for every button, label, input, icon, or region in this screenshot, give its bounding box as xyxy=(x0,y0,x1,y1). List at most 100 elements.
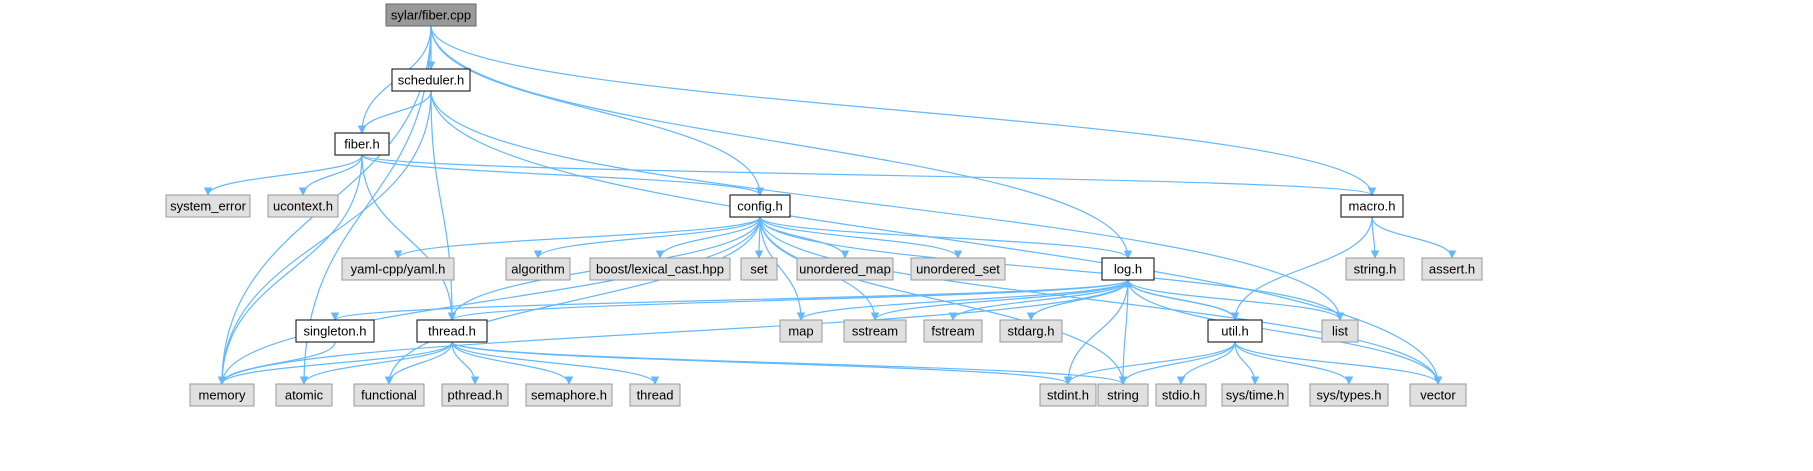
edge-config_h-to-lexical_cast xyxy=(655,216,761,259)
node-config-h[interactable]: config.h xyxy=(729,194,791,218)
node-box xyxy=(843,319,907,343)
node-label: stdio.h xyxy=(1162,388,1200,403)
node-scheduler-h[interactable]: scheduler.h xyxy=(391,68,471,92)
edge-thread_h-to-semaphore_h xyxy=(451,341,574,385)
node-label: unordered_map xyxy=(799,262,891,277)
node-stdio-h: stdio.h xyxy=(1155,383,1207,407)
node-algorithm: algorithm xyxy=(505,257,571,281)
node-box xyxy=(385,3,477,27)
edge-util_h-to-vector xyxy=(1234,341,1443,385)
edge-config_h-to-algorithm xyxy=(533,216,761,259)
node-label: singleton.h xyxy=(304,324,367,339)
node-label: algorithm xyxy=(511,262,564,277)
edge-config_h-to-memory xyxy=(217,216,761,385)
edge-util_h-to-stdio_h xyxy=(1176,341,1236,385)
nodes-layer: sylar/fiber.cpp scheduler.h fiber.h config.… xyxy=(165,3,1483,407)
edge-macro_h-to-util_h xyxy=(1230,216,1373,321)
node-box xyxy=(796,257,894,281)
node-label: set xyxy=(750,262,768,277)
node-fiber-cpp[interactable]: sylar/fiber.cpp xyxy=(385,3,477,27)
node-label: stdarg.h xyxy=(1008,324,1055,339)
node-label: string xyxy=(1107,388,1139,403)
node-system-error: system_error xyxy=(165,194,251,218)
edge-config_h-to-yaml_h xyxy=(393,216,761,259)
node-label: scheduler.h xyxy=(398,73,465,88)
edge-scheduler_h-to-memory xyxy=(217,90,432,385)
node-label: atomic xyxy=(285,388,324,403)
node-box xyxy=(629,383,681,407)
edge-fiber_h-to-system_error xyxy=(203,154,363,196)
edge-config_h-to-functional xyxy=(384,216,761,385)
edge-thread_h-to-string xyxy=(451,341,1127,385)
node-map: map xyxy=(779,319,823,343)
edge-scheduler_h-to-thread_h xyxy=(430,90,457,321)
node-atomic: atomic xyxy=(275,383,333,407)
node-thread-h[interactable]: thread.h xyxy=(416,319,488,343)
edge-fiber_h-to-ucontext_h xyxy=(298,154,363,196)
edge-thread_h-to-stdint_h xyxy=(451,341,1072,385)
node-label: sys/time.h xyxy=(1226,388,1285,403)
node-lexical-cast: boost/lexical_cast.hpp xyxy=(589,257,731,281)
node-box xyxy=(189,383,255,407)
node-box xyxy=(729,194,791,218)
node-box xyxy=(505,257,571,281)
node-unordered-set: unordered_set xyxy=(910,257,1006,281)
node-box xyxy=(441,383,509,407)
node-pthread-h: pthread.h xyxy=(441,383,509,407)
edge-thread_h-to-functional xyxy=(384,341,453,385)
node-box xyxy=(334,132,390,156)
node-box xyxy=(267,194,339,218)
node-label: list xyxy=(1332,324,1348,339)
edge-config_h-to-list xyxy=(759,216,1345,321)
node-fstream: fstream xyxy=(923,319,983,343)
node-box xyxy=(275,383,333,407)
node-box xyxy=(1421,257,1483,281)
node-label: thread.h xyxy=(428,324,476,339)
node-label: log.h xyxy=(1114,262,1142,277)
node-box xyxy=(740,257,778,281)
node-log-h[interactable]: log.h xyxy=(1101,257,1155,281)
node-label: unordered_set xyxy=(916,262,1000,277)
node-box xyxy=(1309,383,1389,407)
node-box xyxy=(910,257,1006,281)
edge-fiber_cpp-to-config_h xyxy=(430,25,765,196)
node-box xyxy=(391,68,471,92)
edge-fiber_cpp-to-macro_h xyxy=(430,25,1377,196)
node-string: string xyxy=(1097,383,1149,407)
node-box xyxy=(923,319,983,343)
node-singleton-h[interactable]: singleton.h xyxy=(295,319,375,343)
edge-config_h-to-vector xyxy=(759,216,1443,385)
node-label: pthread.h xyxy=(448,388,503,403)
node-box xyxy=(295,319,375,343)
node-sys-types-h: sys/types.h xyxy=(1309,383,1389,407)
edge-log_h-to-thread_h xyxy=(448,279,1129,321)
node-label: assert.h xyxy=(1429,262,1475,277)
node-string-h: string.h xyxy=(1345,257,1405,281)
node-vector: vector xyxy=(1409,383,1467,407)
node-label: fstream xyxy=(931,324,974,339)
node-label: thread xyxy=(637,388,674,403)
node-box xyxy=(1101,257,1155,281)
node-box xyxy=(1207,319,1263,343)
edge-fiber_h-to-config_h xyxy=(361,154,765,196)
node-util-h[interactable]: util.h xyxy=(1207,319,1263,343)
node-box xyxy=(1097,383,1149,407)
node-label: sys/types.h xyxy=(1316,388,1381,403)
node-fiber-h[interactable]: fiber.h xyxy=(334,132,390,156)
edge-log_h-to-fstream xyxy=(948,279,1129,321)
node-label: util.h xyxy=(1221,324,1248,339)
node-macro-h[interactable]: macro.h xyxy=(1340,194,1404,218)
node-label: sylar/fiber.cpp xyxy=(391,8,471,23)
node-label: macro.h xyxy=(1349,199,1396,214)
edge-log_h-to-list xyxy=(1127,279,1345,321)
node-box xyxy=(1039,383,1097,407)
edge-log_h-to-singleton_h xyxy=(331,279,1129,321)
node-box xyxy=(779,319,823,343)
edge-config_h-to-string xyxy=(759,216,1128,385)
edge-config_h-to-log_h xyxy=(759,216,1133,259)
node-stdint-h: stdint.h xyxy=(1039,383,1097,407)
node-box xyxy=(1340,194,1404,218)
node-stdarg-h: stdarg.h xyxy=(999,319,1063,343)
node-list: list xyxy=(1321,319,1359,343)
